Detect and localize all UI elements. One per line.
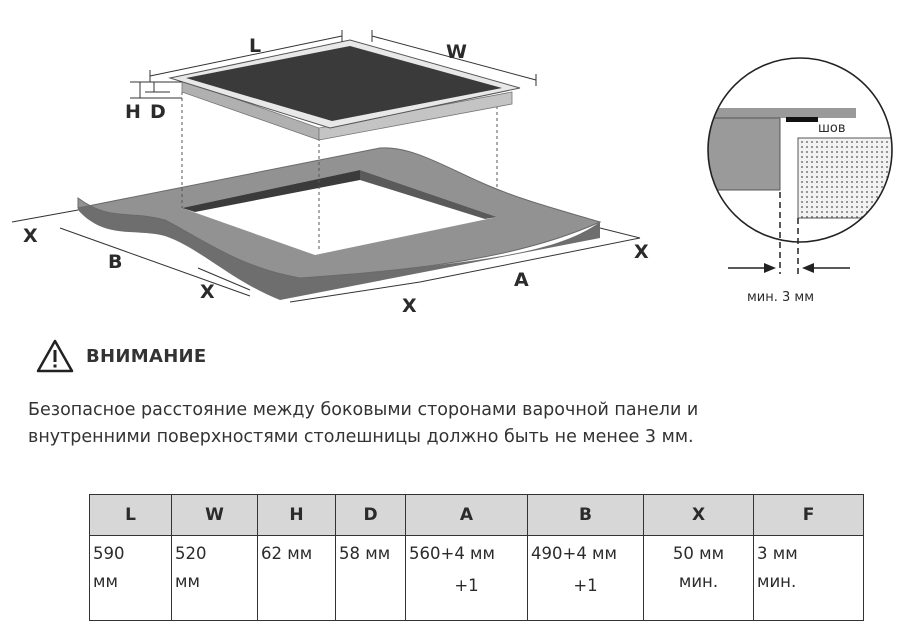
- table-row: 490+4 мм +1 50 мм мин. 3 мм мин.: [527, 535, 864, 621]
- label-x-right: X: [634, 241, 649, 263]
- warning-title: ВНИМАНИЕ: [86, 345, 207, 367]
- installation-diagram: L W H D X B X X A X: [11, 30, 893, 317]
- table-header-row: L W H D A: [89, 494, 528, 536]
- cell-a: 560+4 мм +1: [405, 535, 528, 621]
- header-b: B: [527, 494, 644, 536]
- cell-x: 50 мм мин.: [643, 535, 754, 621]
- header-x: X: [643, 494, 754, 536]
- cell-d: 58 мм: [335, 535, 406, 621]
- warning-triangle-icon: [36, 339, 74, 373]
- cell-l: 590 мм: [89, 535, 172, 621]
- header-d: D: [335, 494, 406, 536]
- cell-b: 490+4 мм +1: [527, 535, 644, 621]
- header-l: L: [89, 494, 172, 536]
- detail-view: [707, 57, 893, 274]
- cell-w: 520 мм: [171, 535, 258, 621]
- projection-lines: [181, 92, 498, 252]
- header-a: A: [405, 494, 528, 536]
- label-x-front: X: [200, 281, 215, 303]
- dimensions-table-right: B X F 490+4 мм +1 50 мм мин. 3 мм мин.: [527, 494, 864, 621]
- safety-note-line-2: внутренними поверхностями столешницы дол…: [28, 427, 694, 447]
- safety-note: Безопасное расстояние между боковыми сто…: [28, 397, 888, 451]
- label-d: D: [150, 101, 166, 123]
- header-h: H: [257, 494, 336, 536]
- label-w: W: [446, 41, 467, 63]
- dimensions-table-left: L W H D A 590 мм 520 мм 62 мм 58 мм 560+…: [89, 494, 528, 621]
- dimension-hd: [130, 81, 182, 99]
- countertop: [77, 147, 602, 300]
- dimension-w: [371, 30, 537, 86]
- header-f: F: [753, 494, 864, 536]
- label-a: A: [514, 269, 529, 291]
- safety-note-line-1: Безопасное расстояние между боковыми сто…: [28, 400, 699, 420]
- header-w: W: [171, 494, 258, 536]
- cell-f: 3 мм мин.: [753, 535, 864, 621]
- hob: [168, 39, 521, 141]
- min-gap-label: мин. 3 мм: [747, 290, 814, 305]
- label-h: H: [125, 101, 141, 123]
- warning-heading: ВНИМАНИЕ: [36, 338, 207, 374]
- table-header-row: B X F: [527, 494, 864, 536]
- label-x-left: X: [23, 225, 38, 247]
- table-row: 590 мм 520 мм 62 мм 58 мм 560+4 мм +1: [89, 535, 528, 621]
- label-l: L: [249, 35, 261, 57]
- seam-label: шов: [818, 121, 846, 136]
- dimension-lines-bottom: [11, 209, 641, 303]
- label-x-bottom: X: [402, 295, 417, 317]
- cell-h: 62 мм: [257, 535, 336, 621]
- label-b: B: [108, 251, 122, 273]
- dimension-l: [149, 30, 343, 82]
